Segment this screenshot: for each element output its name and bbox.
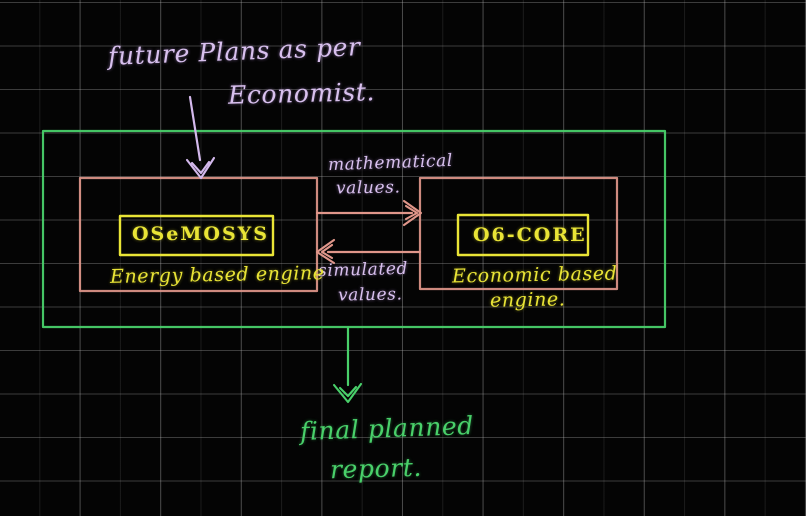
connector-mathematical-arrowhead [402,199,423,227]
title-arrow-head [185,156,216,180]
connector-simulated-arrowhead [315,238,336,265]
left-module-box [78,176,319,293]
system-boundary-rect [41,129,667,329]
right-module-box [418,176,619,291]
left-title-box [118,214,275,257]
title-arrow-line [188,95,202,162]
right-title-box [456,213,590,257]
output-arrow-head [332,382,363,404]
